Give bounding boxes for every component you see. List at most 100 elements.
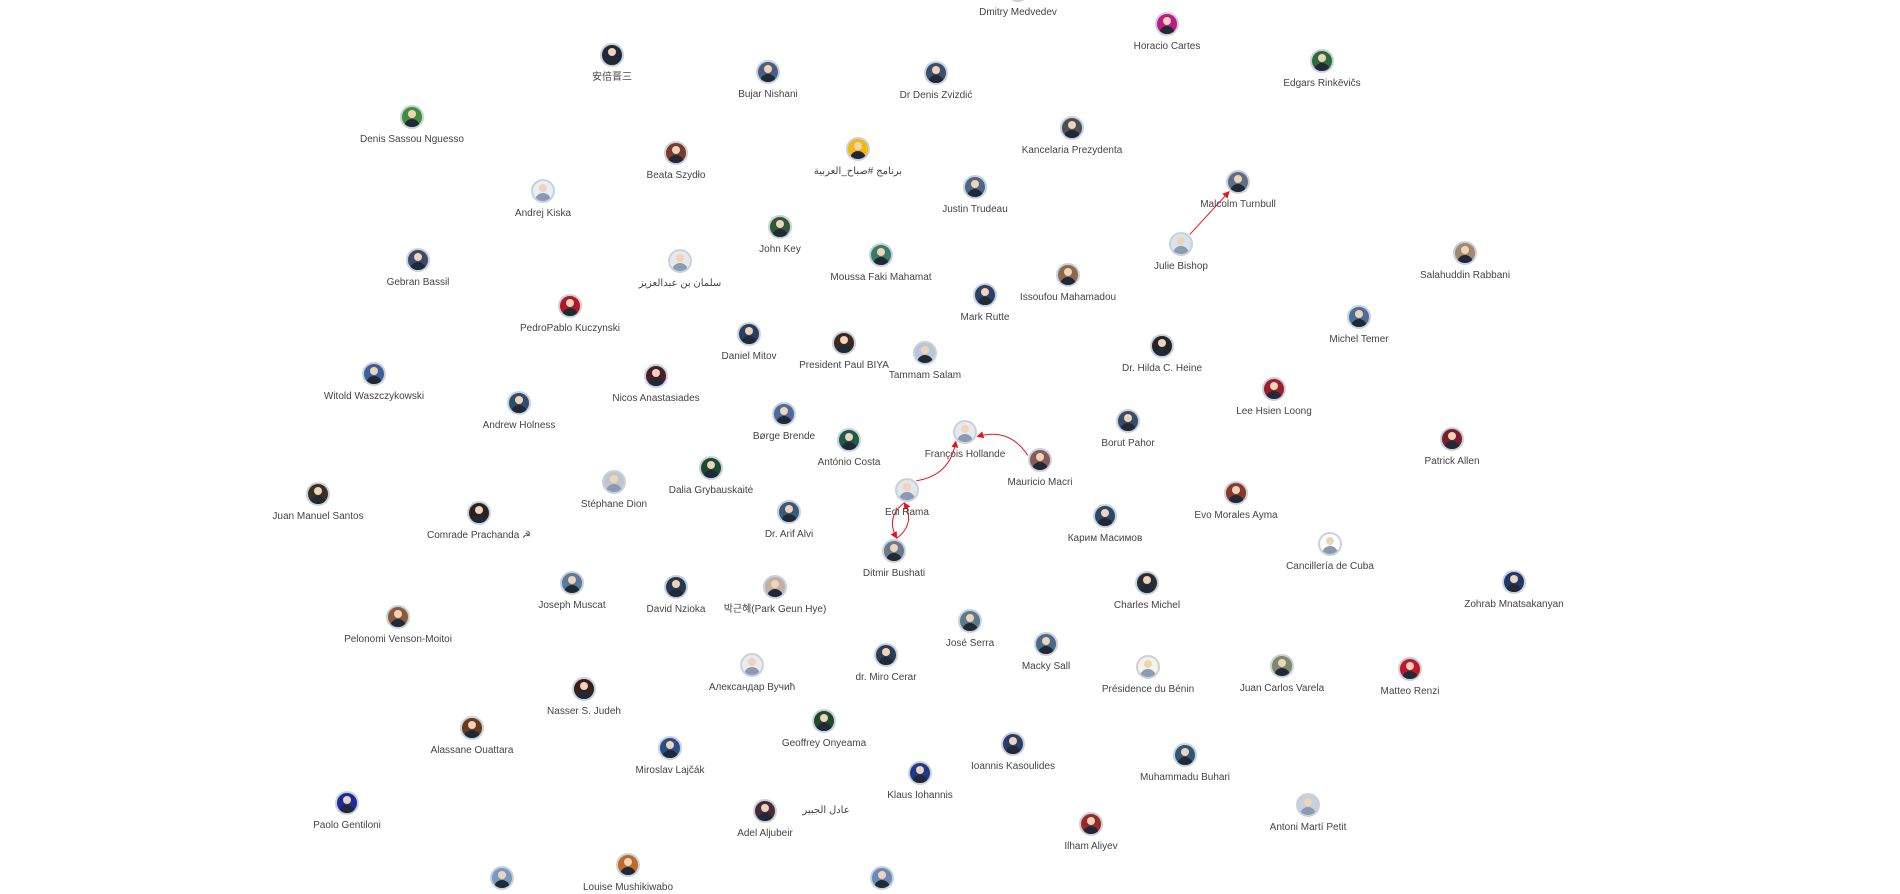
node-anastasiades[interactable] <box>644 364 668 388</box>
node-unknown2[interactable] <box>870 866 894 890</box>
node-patrickallen[interactable] <box>1440 427 1464 451</box>
node-edgars[interactable] <box>1310 49 1334 73</box>
node-mnatsakanyan[interactable] <box>1502 570 1526 594</box>
node-hsienloong[interactable] <box>1262 377 1286 401</box>
node-sassou[interactable] <box>400 105 424 129</box>
node-buhari[interactable] <box>1173 743 1197 767</box>
avatar-icon <box>460 716 484 740</box>
node-muscat[interactable] <box>560 571 584 595</box>
node-judeh[interactable] <box>572 677 596 701</box>
node-rabbani[interactable] <box>1453 241 1477 265</box>
avatar-icon <box>362 362 386 386</box>
node-unknown1[interactable] <box>490 866 514 890</box>
node-label: Michel Temer <box>1329 334 1389 345</box>
node-masimov[interactable] <box>1093 504 1117 528</box>
avatar-icon <box>602 470 626 494</box>
node-vensonmoitoi[interactable] <box>386 605 410 629</box>
node-santos[interactable] <box>306 482 330 506</box>
avatar-icon <box>1155 12 1179 36</box>
node-hollande[interactable] <box>953 420 977 444</box>
node-grybauskaite[interactable] <box>699 456 723 480</box>
node-dmitry[interactable] <box>1006 0 1030 2</box>
node-parkgeunhye[interactable] <box>763 575 787 599</box>
node-aljubeir[interactable] <box>753 799 777 823</box>
node-cerar[interactable] <box>874 643 898 667</box>
node-turnbull[interactable] <box>1226 170 1250 194</box>
node-sall[interactable] <box>1034 632 1058 656</box>
avatar-icon <box>1116 409 1140 433</box>
node-szydlo[interactable] <box>664 141 688 165</box>
node-kuczynski[interactable] <box>558 294 582 318</box>
node-varela[interactable] <box>1270 654 1294 678</box>
avatar-icon <box>400 105 424 129</box>
node-cuba[interactable] <box>1318 532 1342 556</box>
node-label: برنامج #صباح_العربية <box>813 166 903 177</box>
avatar-icon <box>1034 632 1058 656</box>
node-michel[interactable] <box>1135 571 1159 595</box>
node-rama[interactable] <box>895 478 919 502</box>
node-aliyev[interactable] <box>1079 812 1103 836</box>
node-label: Børge Brende <box>752 431 816 442</box>
node-benin[interactable] <box>1136 655 1160 679</box>
node-pahor[interactable] <box>1116 409 1140 433</box>
node-label: François Hollande <box>924 449 1006 460</box>
node-onyeama[interactable] <box>812 709 836 733</box>
node-issoufou[interactable] <box>1056 263 1080 287</box>
node-dion[interactable] <box>602 470 626 494</box>
avatar-icon <box>963 175 987 199</box>
node-macri[interactable] <box>1028 448 1052 472</box>
node-heine[interactable] <box>1150 334 1174 358</box>
node-vucic[interactable] <box>740 653 764 677</box>
node-bishop[interactable] <box>1169 232 1193 256</box>
node-johnkey[interactable] <box>768 215 792 239</box>
node-trudeau[interactable] <box>963 175 987 199</box>
node-bassil[interactable] <box>406 248 430 272</box>
node-mahamat[interactable] <box>869 243 893 267</box>
node-salman[interactable] <box>668 249 692 273</box>
node-temer[interactable] <box>1347 305 1371 329</box>
node-kiska[interactable] <box>531 179 555 203</box>
node-renzi[interactable] <box>1398 657 1422 681</box>
node-label: José Serra <box>945 638 995 649</box>
node-zvizdic[interactable] <box>924 61 948 85</box>
node-label: Nasser S. Judeh <box>547 706 621 717</box>
avatar-icon <box>1270 654 1294 678</box>
avatar-icon <box>1028 448 1052 472</box>
node-serra[interactable] <box>958 609 982 633</box>
node-nzioka[interactable] <box>664 575 688 599</box>
node-label: PedroPablo Kuczynski <box>519 323 621 334</box>
node-lajcak[interactable] <box>658 736 682 760</box>
node-gentiloni[interactable] <box>335 791 359 815</box>
node-label: Horacio Cartes <box>1133 41 1201 52</box>
node-bushati[interactable] <box>882 539 906 563</box>
node-label: سلمان بن عبدالعزيز <box>638 278 722 289</box>
node-waszczykowski[interactable] <box>362 362 386 386</box>
node-kasoulides[interactable] <box>1001 732 1025 756</box>
node-biya[interactable] <box>832 331 856 355</box>
node-ouattara[interactable] <box>460 716 484 740</box>
node-sabah[interactable] <box>846 137 870 161</box>
node-costa[interactable] <box>837 428 861 452</box>
node-abe[interactable] <box>600 43 624 67</box>
node-evo[interactable] <box>1224 481 1248 505</box>
node-prachanda[interactable] <box>467 501 491 525</box>
node-mitov[interactable] <box>737 322 761 346</box>
node-bujar[interactable] <box>756 60 780 84</box>
node-horacio[interactable] <box>1155 12 1179 36</box>
avatar-icon <box>490 866 514 890</box>
node-label: Issoufou Mahamadou <box>1019 292 1117 303</box>
node-label: Denis Sassou Nguesso <box>360 134 464 145</box>
node-petit[interactable] <box>1296 793 1320 817</box>
avatar-icon <box>664 141 688 165</box>
node-label: Muhammadu Buhari <box>1139 772 1231 783</box>
node-brende[interactable] <box>772 402 796 426</box>
node-salam[interactable] <box>913 341 937 365</box>
node-iohannis[interactable] <box>908 761 932 785</box>
node-alvi[interactable] <box>777 500 801 524</box>
node-rutte[interactable] <box>973 283 997 307</box>
node-kancelaria[interactable] <box>1060 116 1084 140</box>
node-mushikiwabo[interactable] <box>616 853 640 877</box>
node-holness[interactable] <box>507 391 531 415</box>
node-label: Paolo Gentiloni <box>313 820 381 831</box>
